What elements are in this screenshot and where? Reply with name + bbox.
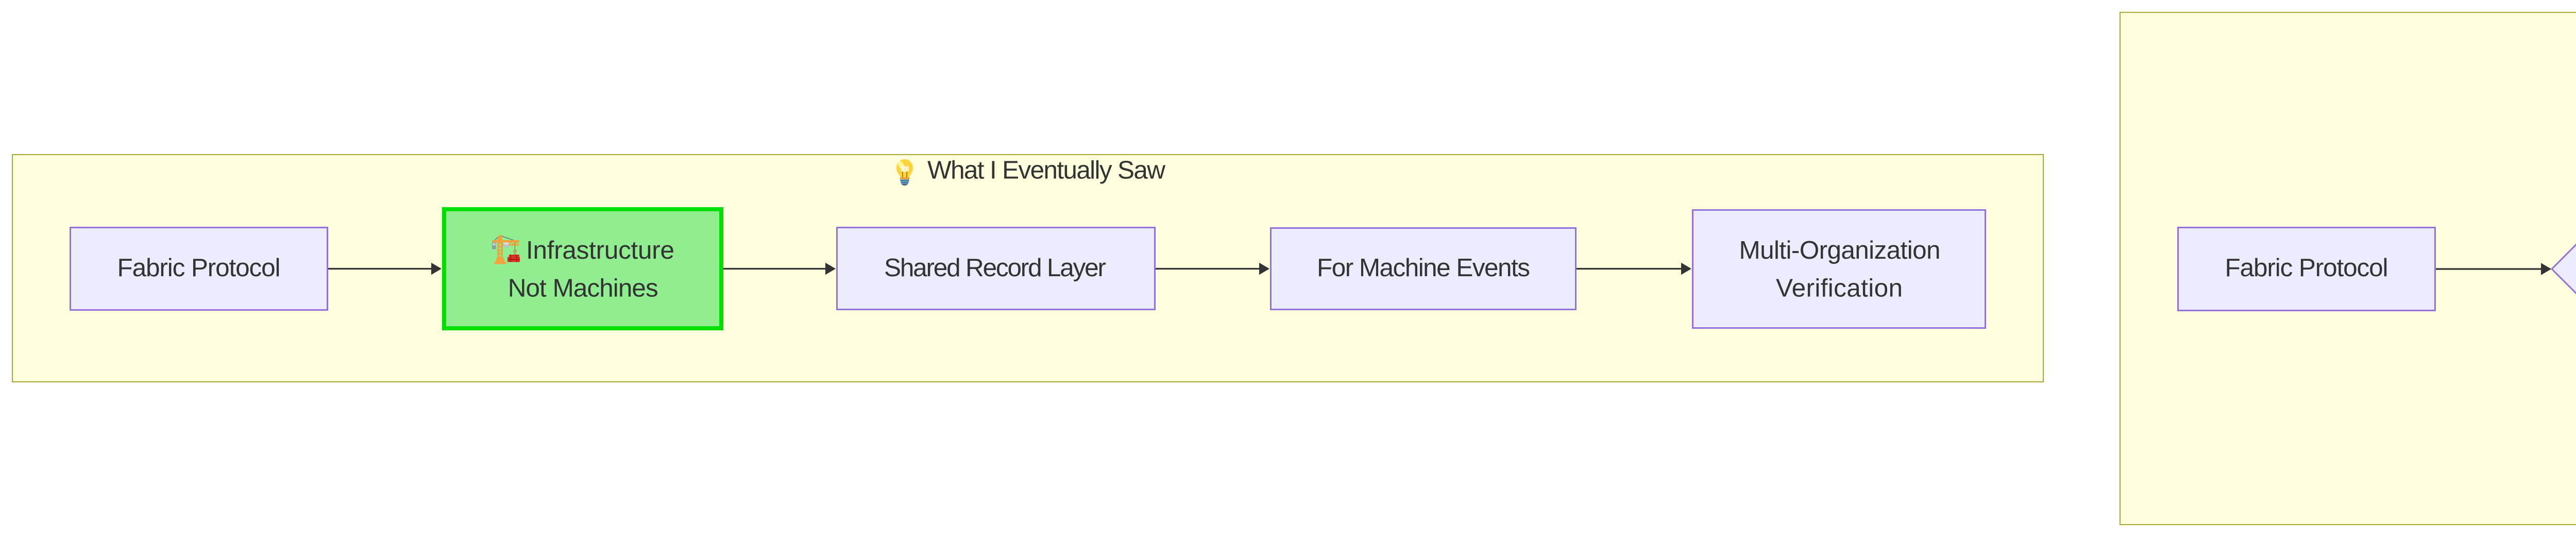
svg-text:Multi-Organization: Multi-Organization: [1739, 236, 1941, 264]
svg-text:What I Eventually Saw: What I Eventually Saw: [927, 156, 1165, 184]
svg-text:For Machine Events: For Machine Events: [1317, 254, 1530, 282]
svg-text:Not Machines: Not Machines: [508, 274, 658, 302]
svg-text:Verification: Verification: [1776, 274, 1903, 302]
svg-text:Infrastructure: Infrastructure: [526, 236, 674, 264]
svg-text:Fabric Protocol: Fabric Protocol: [2225, 254, 2388, 282]
svg-text:Shared Record Layer: Shared Record Layer: [884, 254, 1106, 282]
svg-text:Fabric Protocol: Fabric Protocol: [117, 254, 281, 282]
